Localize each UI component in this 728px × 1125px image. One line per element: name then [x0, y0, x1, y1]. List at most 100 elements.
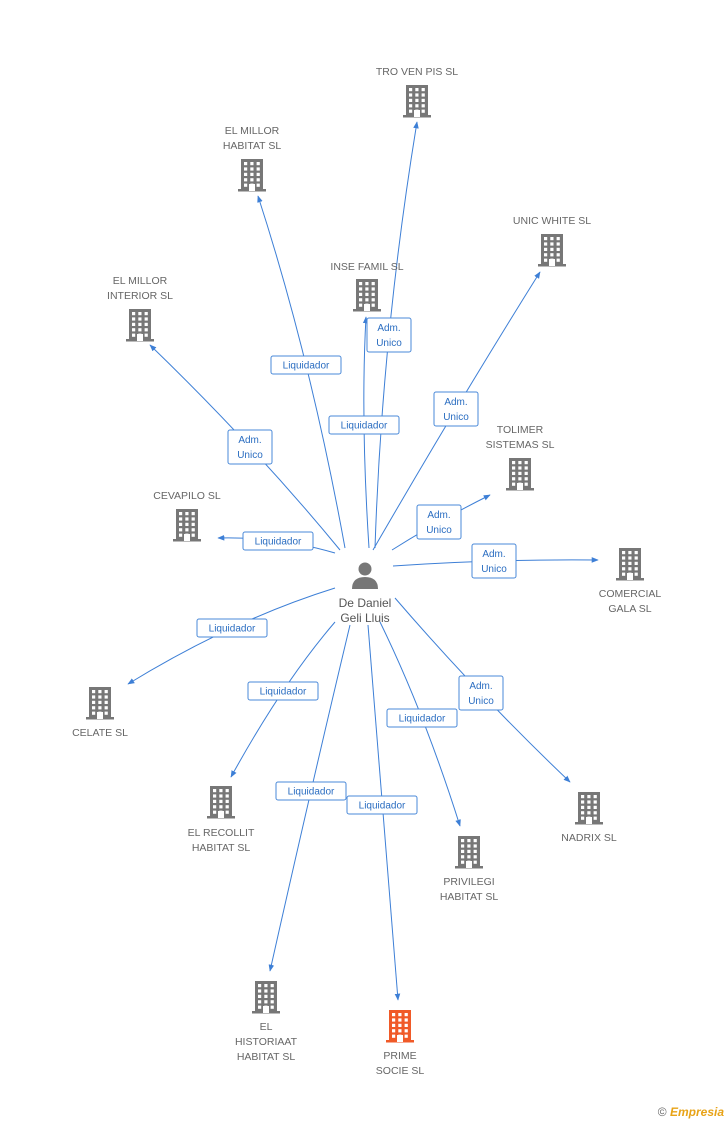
person-icon — [352, 562, 378, 589]
company-name: UNIC WHITE SL — [513, 215, 591, 227]
edge-label-box — [471, 543, 517, 579]
company-name: INTERIOR SL — [107, 290, 173, 302]
edge-label-box — [416, 504, 462, 540]
edge-label-text: Adm. — [482, 549, 505, 560]
edge-label-text: Unico — [426, 525, 452, 536]
edge-label-celate: Liquidador — [196, 618, 268, 638]
edge-label-el-millor-interior: Adm. Unico — [227, 429, 273, 465]
edge-label-text: Unico — [376, 338, 402, 349]
edge-label-text: Liquidador — [359, 801, 406, 812]
company-name: TRO VEN PIS SL — [376, 66, 458, 78]
edge-label-text: Liquidador — [260, 687, 307, 698]
company-name: HISTORIAAT — [235, 1036, 298, 1048]
building-icon — [126, 309, 154, 342]
company-node-inse-famil[interactable]: INSE FAMIL SL — [330, 261, 404, 312]
edge-label-tro-ven-pis: Adm. Unico — [366, 317, 412, 353]
edge-label-box — [242, 531, 314, 551]
edge-label-box — [346, 795, 418, 815]
edge-label-box — [247, 681, 319, 701]
company-name: INSE FAMIL SL — [330, 261, 403, 273]
company-name: EL RECOLLIT — [188, 827, 255, 839]
company-name: GALA SL — [608, 603, 651, 615]
edge-label-tolimer-sistemas: Adm. Unico — [416, 504, 462, 540]
company-node-cevapilo[interactable]: CEVAPILO SL — [153, 490, 221, 542]
edge-label-prime-socie: Liquidador — [346, 795, 418, 815]
edge-label-nadrix: Adm. Unico — [458, 675, 504, 711]
company-node-unic-white[interactable]: UNIC WHITE SL — [513, 215, 591, 267]
edge-label-box — [328, 415, 400, 435]
building-icon — [353, 279, 381, 312]
building-icon — [252, 981, 280, 1014]
company-node-el-recollit-habitat[interactable]: EL RECOLLIT HABITAT SL — [188, 786, 255, 854]
edge-label-unic-white: Adm. Unico — [433, 391, 479, 427]
company-name: HABITAT SL — [223, 140, 282, 152]
company-name: EL MILLOR — [113, 275, 168, 287]
company-node-celate[interactable]: CELATE SL — [72, 687, 128, 739]
company-name: CELATE SL — [72, 727, 128, 739]
brand-logo-text: Empresia — [669, 1105, 724, 1119]
company-name: CEVAPILO SL — [153, 490, 221, 502]
building-icon — [616, 548, 644, 581]
edge-label-box — [366, 317, 412, 353]
edge-label-text: Liquidador — [341, 421, 388, 432]
building-icon — [173, 509, 201, 542]
person-name: De Daniel — [339, 596, 392, 610]
edge-label-el-millor-habitat: Liquidador — [270, 355, 342, 375]
edge-label-privilegi-habitat: Liquidador — [386, 708, 458, 728]
company-node-comercial-gala[interactable]: COMERCIAL GALA SL — [599, 548, 662, 615]
building-icon — [386, 1010, 414, 1043]
company-name: EL — [260, 1021, 273, 1033]
edge-label-box — [270, 355, 342, 375]
edge-label-comercial-gala: Adm. Unico — [471, 543, 517, 579]
watermark: © Empresia — [658, 1105, 724, 1119]
building-icon — [86, 687, 114, 720]
building-icon — [455, 836, 483, 869]
edge-labels-layer: Adm.UnicoLiquidadorAdm.UnicoLiquidadorAd… — [196, 317, 517, 815]
building-icon — [238, 159, 266, 192]
company-node-el-millor-interior[interactable]: EL MILLOR INTERIOR SL — [107, 275, 173, 342]
company-name: PRIME — [383, 1050, 416, 1062]
company-name: COMERCIAL — [599, 588, 662, 600]
edges-layer — [127, 121, 599, 1001]
company-name: PRIVILEGI — [443, 876, 494, 888]
building-icon — [207, 786, 235, 819]
edge-label-text: Unico — [443, 412, 469, 423]
edge-label-text: Unico — [237, 450, 263, 461]
company-name: TOLIMER — [497, 424, 544, 436]
company-name: SISTEMAS SL — [486, 439, 555, 451]
edge-label-el-historiaat-habitat: Liquidador — [275, 781, 347, 801]
company-node-nadrix[interactable]: NADRIX SL — [561, 792, 617, 844]
edge-label-text: Adm. — [238, 435, 261, 446]
edge-label-text: Liquidador — [209, 624, 256, 635]
copyright-symbol: © — [657, 1105, 667, 1119]
nodes-layer: TRO VEN PIS SL EL MILLOR HABITAT SL UNIC WH… — [72, 66, 661, 1077]
edge-label-text: Liquidador — [283, 361, 330, 372]
company-name: HABITAT SL — [192, 842, 251, 854]
edge-label-box — [458, 675, 504, 711]
company-node-el-millor-habitat[interactable]: EL MILLOR HABITAT SL — [223, 125, 282, 192]
edge-label-inse-famil: Liquidador — [328, 415, 400, 435]
edge-label-box — [227, 429, 273, 465]
edge-label-text: Unico — [468, 696, 494, 707]
company-node-prime-socie[interactable]: PRIME SOCIE SL — [376, 1010, 425, 1077]
company-name: EL MILLOR — [225, 125, 280, 137]
building-icon — [403, 85, 431, 118]
edge-label-text: Liquidador — [255, 537, 302, 548]
company-node-tro-ven-pis[interactable]: TRO VEN PIS SL — [376, 66, 458, 118]
edge-label-text: Adm. — [427, 510, 450, 521]
company-name: SOCIE SL — [376, 1065, 425, 1077]
company-name: NADRIX SL — [561, 832, 617, 844]
edge-label-box — [386, 708, 458, 728]
edge-label-text: Liquidador — [288, 787, 335, 798]
edge-label-text: Unico — [481, 564, 507, 575]
building-icon — [538, 234, 566, 267]
edge-label-box — [196, 618, 268, 638]
edge-label-text: Adm. — [377, 323, 400, 334]
edge-label-text: Adm. — [469, 681, 492, 692]
edge-label-text: Adm. — [444, 397, 467, 408]
company-node-tolimer-sistemas[interactable]: TOLIMER SISTEMAS SL — [486, 424, 555, 491]
